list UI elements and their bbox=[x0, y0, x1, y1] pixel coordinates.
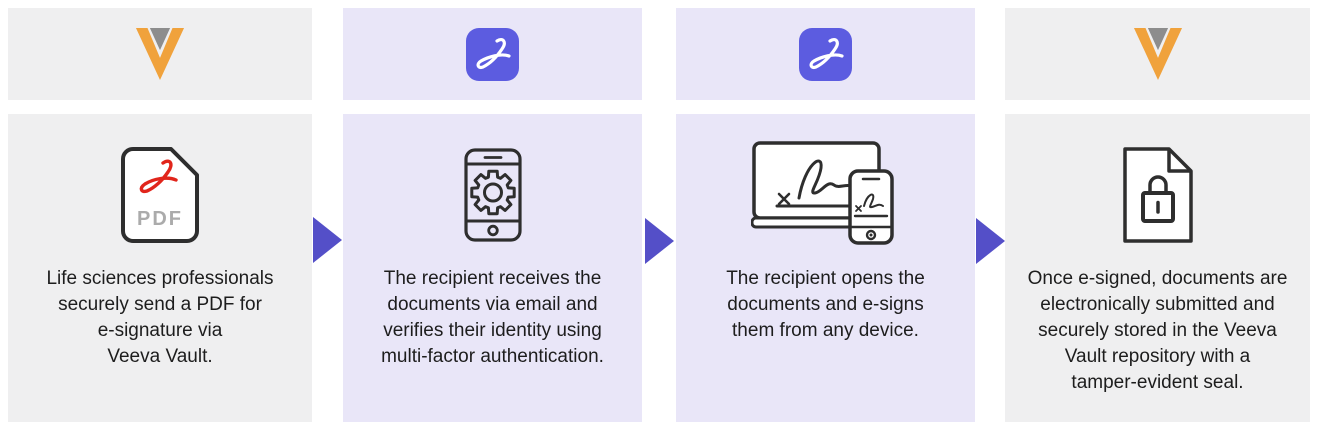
flow-arrow-2 bbox=[645, 218, 674, 264]
flow-arrow-3 bbox=[976, 218, 1005, 264]
step-3-panel: The recipient opens the documents and e-… bbox=[676, 114, 975, 422]
step-4-text: Once e-signed, documents are electronica… bbox=[1027, 268, 1288, 393]
step-2-brand-panel bbox=[343, 8, 642, 100]
step-2-text: The recipient receives the documents via… bbox=[381, 268, 604, 367]
step-3-brand-panel bbox=[676, 8, 975, 100]
pdf-label: PDF bbox=[137, 208, 183, 230]
flow-arrow-1 bbox=[313, 217, 342, 263]
step-1-text: Life sciences professionals securely sen… bbox=[46, 268, 274, 367]
veeva-logo-icon bbox=[1133, 27, 1183, 81]
step-1-brand-panel bbox=[8, 8, 312, 100]
step-4-panel: Once e-signed, documents are electronica… bbox=[1005, 114, 1310, 422]
pdf-document-icon: PDF bbox=[8, 136, 312, 254]
step-3-text: The recipient opens the documents and e-… bbox=[726, 268, 925, 341]
acrobat-sign-icon bbox=[466, 27, 519, 81]
step-2-panel: The recipient receives the documents via… bbox=[343, 114, 642, 422]
phone-authentication-icon bbox=[343, 136, 642, 254]
esign-devices-icon bbox=[676, 136, 975, 254]
acrobat-sign-icon bbox=[799, 27, 852, 81]
step-4-brand-panel bbox=[1005, 8, 1310, 100]
veeva-logo-icon bbox=[135, 27, 185, 81]
locked-document-icon bbox=[1005, 136, 1310, 254]
step-1-panel: PDF Life sciences professionals securely… bbox=[8, 114, 312, 422]
